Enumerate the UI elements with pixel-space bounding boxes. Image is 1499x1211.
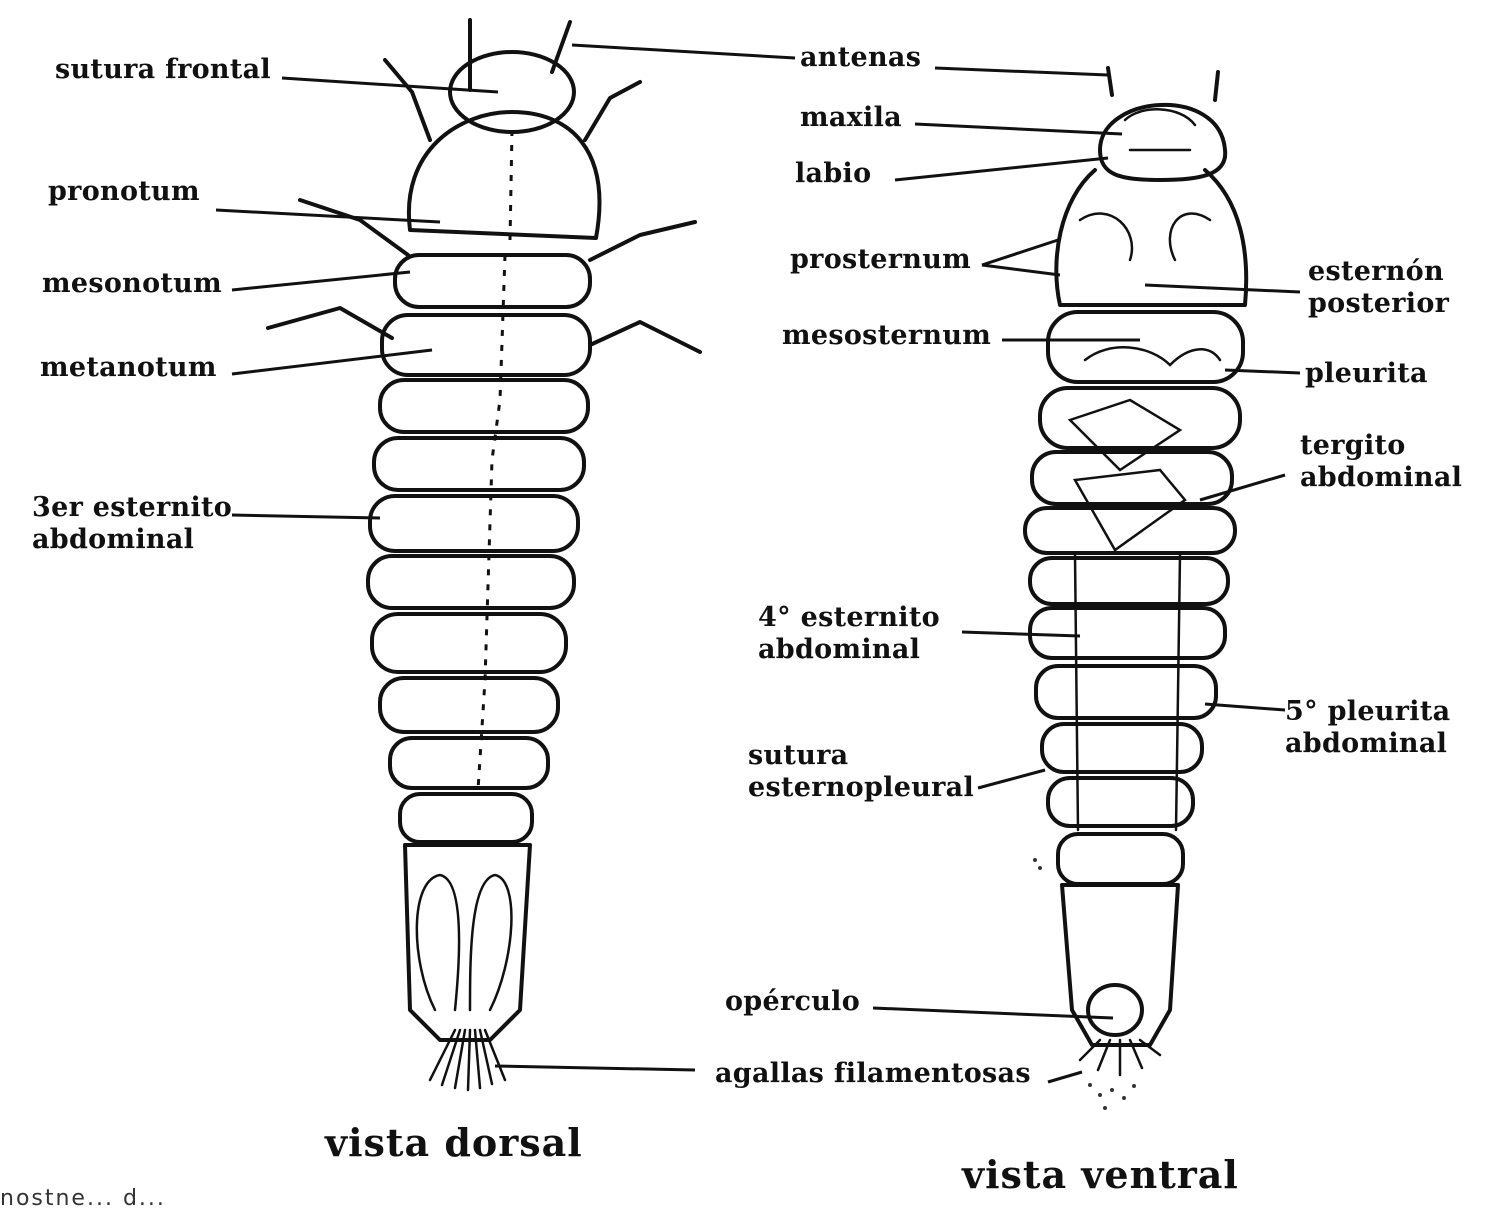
label-tergito-abdominal: tergito abdominal [1300, 430, 1462, 494]
label-mesonotum: mesonotum [42, 268, 222, 300]
cut-off-text-fragment: nostne... d... [0, 1186, 166, 1211]
leader-lines [216, 45, 1300, 1082]
ventral-larva-drawing [1025, 68, 1246, 1110]
label-5-pleurita-abdominal: 5° pleurita abdominal [1285, 696, 1450, 760]
label-pleurita: pleurita [1305, 358, 1428, 390]
label-esternon-posterior: esternón posterior [1308, 256, 1449, 320]
label-4-esternito-abdominal: 4° esternito abdominal [758, 602, 940, 666]
label-mesosternum: mesosternum [782, 320, 991, 352]
label-pronotum: pronotum [48, 176, 200, 208]
label-agallas-filamentosas: agallas filamentosas [715, 1058, 1031, 1090]
label-metanotum: metanotum [40, 352, 217, 384]
dorsal-larva-drawing [268, 20, 700, 1090]
label-3er-esternito-abdominal: 3er esternito abdominal [32, 492, 232, 556]
label-prosternum: prosternum [790, 244, 971, 276]
label-operculo: opérculo [725, 986, 860, 1018]
label-sutura-esternopleural: sutura esternopleural [748, 740, 974, 804]
label-maxila: maxila [800, 102, 902, 134]
label-sutura-frontal: sutura frontal [55, 54, 271, 86]
caption-vista-ventral: vista ventral [962, 1152, 1239, 1197]
label-labio: labio [795, 158, 871, 190]
caption-vista-dorsal: vista dorsal [325, 1120, 583, 1165]
label-antenas: antenas [800, 42, 921, 74]
